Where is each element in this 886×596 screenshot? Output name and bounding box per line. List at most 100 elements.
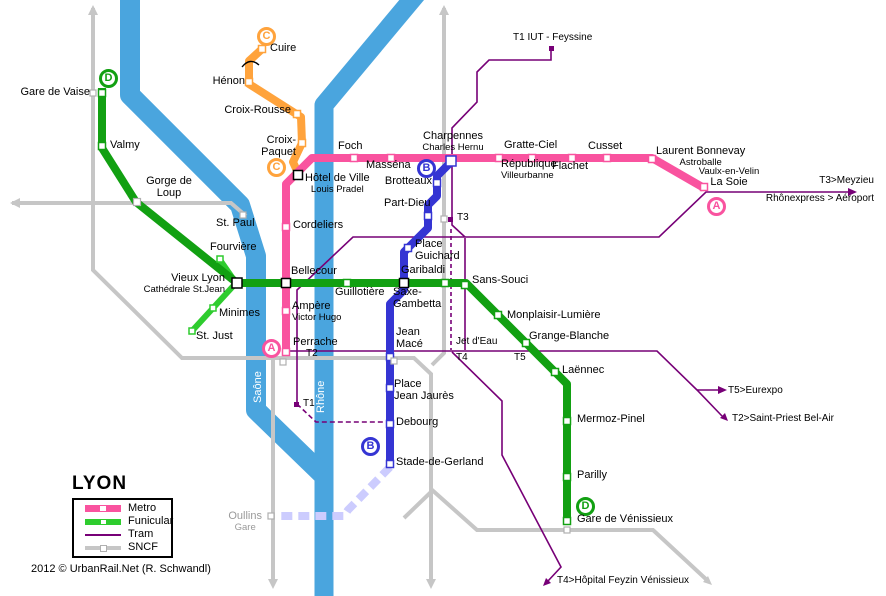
station-label-garibaldi: Garibaldi	[401, 264, 446, 276]
tram-label-t5: T5	[514, 352, 526, 363]
station-label-st-just: St. Just	[196, 330, 233, 342]
legend-row-funicular: Funicular	[74, 516, 173, 527]
rivers	[120, 0, 425, 596]
station-markers	[89, 44, 709, 534]
sncf-north-trunk	[430, 8, 446, 367]
line-d-badge-north: D	[99, 69, 118, 88]
station-marker-croix-rousse	[292, 109, 302, 119]
station-label-flachet: Flachet	[552, 160, 589, 172]
line-a-badge: A	[262, 339, 281, 358]
station-marker-st-paul	[239, 211, 247, 219]
tram-label-t4-hopital: T4>Hôpital Feyzin Vénissieux	[557, 575, 690, 586]
river-label-saone: Saône	[252, 371, 264, 403]
legend-label-metro: Metro	[128, 502, 157, 514]
arrow-t5-eurexpo	[718, 386, 727, 394]
arrow-t2-stpriest	[720, 413, 728, 421]
station-marker-perrache-sncf	[279, 358, 287, 366]
station-marker-part-dieu	[423, 211, 433, 221]
sncf-west-line	[12, 201, 248, 218]
arrow-north-vaise	[88, 5, 98, 15]
station-marker-valmy	[97, 141, 107, 151]
station-marker-fourviere	[216, 255, 224, 263]
station-marker-gare-de-venissieux	[562, 516, 572, 526]
station-label-gare-de-vaise: Gare de Vaise	[20, 86, 90, 98]
station-marker-croix-paquet	[297, 138, 307, 148]
station-marker-jean-mace-sncf	[390, 357, 398, 365]
legend-row-tram: Tram	[74, 529, 171, 540]
station-label-foch: Foch	[338, 140, 363, 152]
station-marker-debourg	[385, 419, 395, 429]
tram-label-t2-stpriest: T2>Saint-Priest Bel-Air	[732, 413, 834, 424]
station-marker-stade-de-gerland	[385, 459, 395, 469]
station-marker-place-guichard	[403, 243, 413, 253]
station-label-gratte-ciel: Gratte-Ciel	[504, 139, 558, 151]
station-marker-jean-mace	[385, 352, 395, 362]
tram-swatch	[85, 533, 121, 536]
station-label-mermoz-pinel: Mermoz-Pinel	[577, 413, 645, 425]
station-marker-place-jean-jaures	[385, 383, 395, 393]
map-title: LYON	[72, 473, 128, 494]
station-marker-oullins	[267, 512, 275, 520]
station-marker-cusset	[602, 153, 612, 163]
station-marker-cordeliers	[281, 222, 291, 232]
station-label-perrache: Perrache	[293, 336, 338, 348]
line-b-badge-south: B	[361, 437, 380, 456]
station-marker-vaise-sncf	[89, 89, 97, 97]
station-marker-parilly	[562, 472, 572, 482]
tram-label-t5-eurexpo: T5>Eurexpo	[728, 385, 783, 396]
station-label-brotteaux: Brotteaux	[384, 175, 432, 187]
metro-line-a	[282, 154, 706, 356]
arrow-t3-meyzieu	[848, 188, 857, 196]
rack-section-mark	[241, 60, 260, 68]
station-marker-la-soie	[699, 182, 709, 192]
tram-terminus-feyssine	[549, 46, 554, 51]
arrow-north-trunk	[439, 5, 449, 15]
sncf-swatch	[85, 544, 121, 552]
station-label-massena: Masséna	[366, 159, 411, 171]
station-marker-republique	[494, 153, 504, 163]
tram-t2-corridor	[290, 350, 723, 417]
station-label-sans-souci: Sans-Souci	[472, 274, 529, 286]
station-marker-saxe-gambetta	[398, 277, 410, 289]
legend-row-sncf: SNCF	[74, 542, 171, 553]
station-marker-minimes	[209, 304, 217, 312]
station-marker-bellecour	[280, 277, 292, 289]
tram-lines	[290, 49, 849, 582]
station-label-croix-paquet: Croix-Paquet	[261, 134, 296, 158]
arrow-se-venissieux	[703, 576, 712, 585]
funicular-lines	[189, 258, 239, 334]
funicular-swatch	[85, 518, 121, 525]
line-c-badge-north: C	[257, 27, 276, 46]
station-label-bellecour: Bellecour	[291, 265, 337, 277]
station-marker-vieux-lyon	[231, 277, 243, 289]
legend: Metro Funicular Tram SNCF	[72, 498, 173, 558]
station-marker-st-just	[188, 327, 196, 335]
funicular-markers	[188, 255, 224, 335]
station-marker-massena	[386, 153, 396, 163]
sncf-markers	[89, 89, 571, 534]
station-label-fourviere: Fourvière	[210, 241, 257, 253]
sncf-main-trunk	[91, 8, 433, 581]
station-label-cordeliers: Cordeliers	[293, 219, 344, 231]
line-a-badge-east: A	[707, 197, 726, 216]
station-marker-charpennes	[445, 155, 457, 167]
station-label-valmy: Valmy	[110, 139, 140, 151]
station-label-parilly: Parilly	[577, 469, 607, 481]
arrow-west	[10, 198, 20, 208]
metro-swatch	[85, 505, 121, 512]
river-rhone	[314, 0, 425, 596]
line-c-badge-south: C	[267, 158, 286, 177]
arrow-south-oullins	[268, 579, 278, 589]
station-label-laennec: Laënnec	[562, 364, 605, 376]
station-marker-flachet	[567, 153, 577, 163]
station-label-cusset: Cusset	[588, 140, 623, 152]
